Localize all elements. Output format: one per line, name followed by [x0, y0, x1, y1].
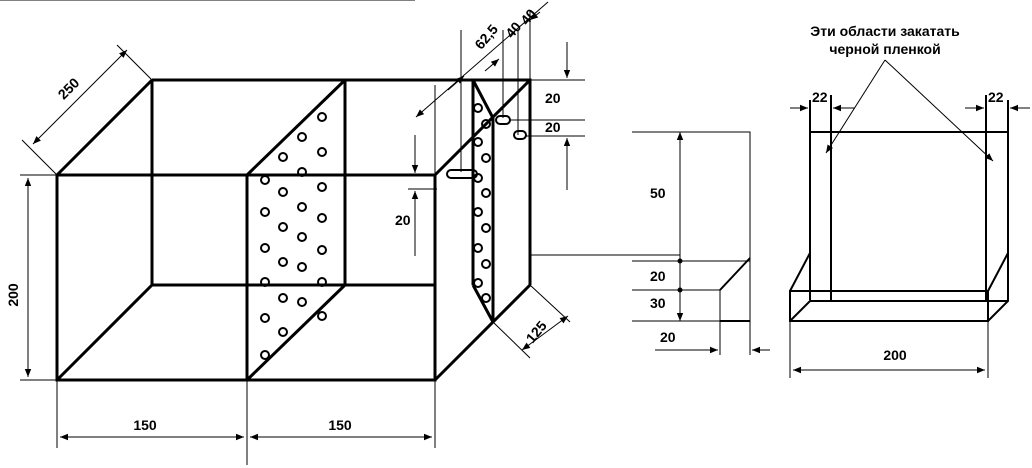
hole: [317, 245, 327, 255]
hole: [481, 188, 491, 198]
hole: [473, 207, 483, 217]
hole: [473, 137, 483, 147]
hole: [278, 257, 288, 267]
dim-height-200: 200: [5, 283, 21, 307]
dim-20-right-top: 20: [545, 90, 561, 106]
hole: [297, 167, 307, 177]
dim-20-width: 20: [660, 329, 676, 345]
hole: [260, 313, 270, 323]
dim-20-left: 20: [395, 212, 411, 228]
hole: [278, 152, 288, 162]
note-line-2: черной пленкой: [829, 41, 940, 57]
hole: [317, 213, 327, 223]
box-dimensions: 200 250 150 150 62,5 40 40 20 20 20 125: [0, 0, 680, 465]
dim-30: 30: [650, 295, 666, 311]
hole: [473, 278, 483, 288]
hole: [278, 327, 288, 337]
hole: [278, 293, 288, 303]
hole: [297, 202, 307, 212]
hole: [260, 277, 270, 287]
holes: [260, 103, 491, 360]
dim-depth-125: 125: [523, 318, 550, 346]
hole: [473, 243, 483, 253]
hole: [260, 243, 270, 253]
hole: [278, 222, 288, 232]
dim-62-5: 62,5: [471, 21, 501, 52]
hole: [317, 311, 327, 321]
dim-50: 50: [650, 185, 666, 201]
hole: [297, 297, 307, 307]
hole: [260, 175, 270, 185]
dim-22-left: 22: [812, 89, 828, 105]
dim-22-right: 22: [988, 89, 1004, 105]
hole: [317, 112, 327, 122]
hole: [481, 119, 491, 129]
box-drawing: [55, 78, 532, 382]
hole: [260, 350, 270, 360]
hole: [260, 207, 270, 217]
hole: [481, 293, 491, 303]
partition-perforated: [245, 78, 347, 382]
dim-40-b: 40: [517, 6, 539, 28]
dim-width-150-left: 150: [133, 417, 157, 433]
hole: [473, 103, 483, 113]
hole: [481, 153, 491, 163]
dim-width-150-right: 150: [328, 417, 352, 433]
hole: [278, 187, 288, 197]
hole: [317, 147, 327, 157]
hole: [317, 182, 327, 192]
note-line-1: Эти области закатать: [810, 23, 960, 39]
hole: [481, 223, 491, 233]
dim-20: 20: [650, 268, 666, 284]
hole: [297, 232, 307, 242]
hole: [297, 132, 307, 142]
dim-20-right-bottom: 20: [545, 119, 561, 135]
hole: [297, 262, 307, 272]
partition-side: [471, 79, 495, 323]
profile-view: 50 20 30 20: [632, 131, 770, 355]
hole: [481, 259, 491, 269]
front-view: 200 22 22 Эти области закатать черной пл…: [789, 23, 1030, 378]
dim-width-200: 200: [883, 347, 907, 363]
hole: [317, 277, 327, 287]
